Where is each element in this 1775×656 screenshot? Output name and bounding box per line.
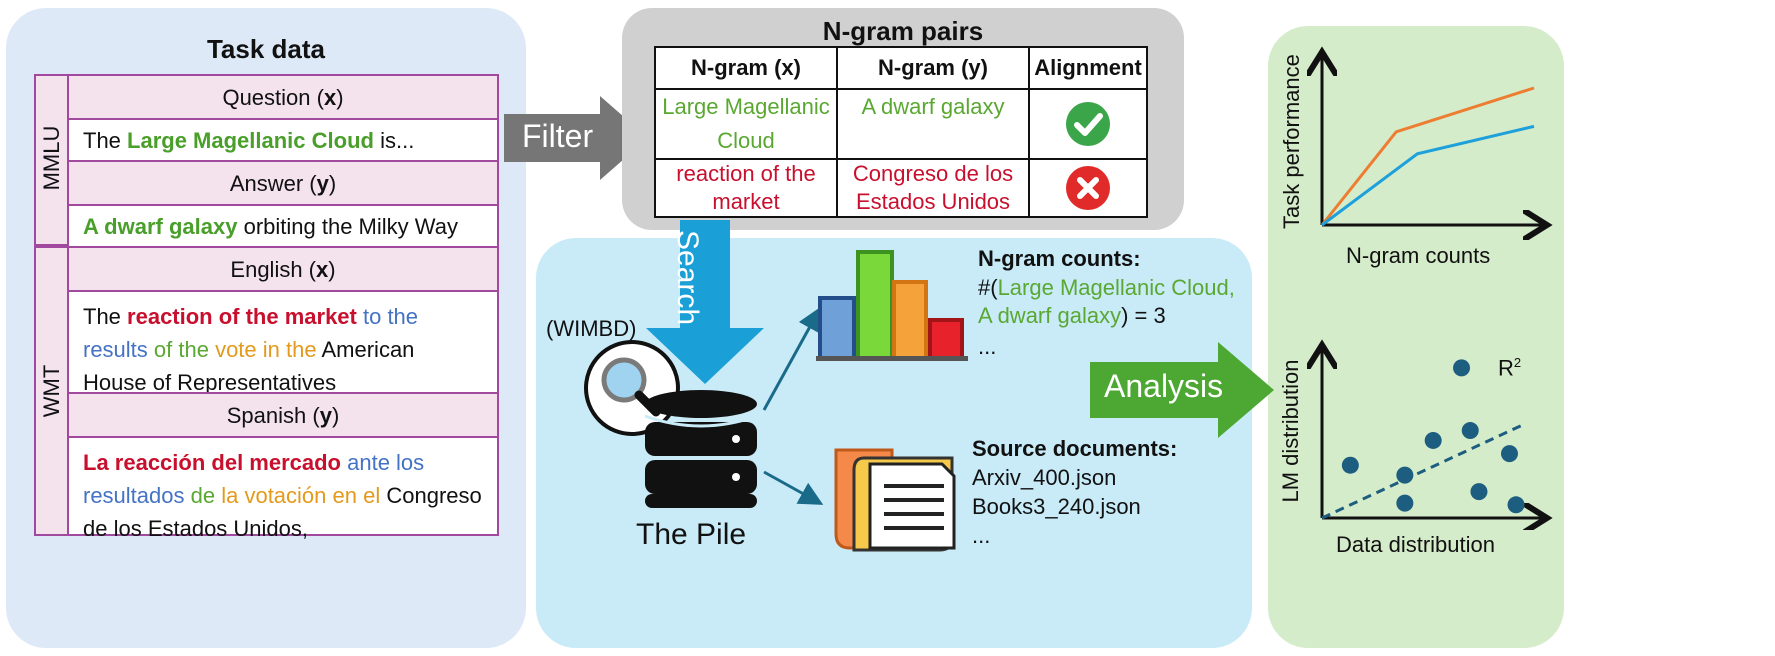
text-segment: to the results bbox=[83, 304, 419, 362]
r-squared-label: R2 bbox=[1498, 355, 1522, 381]
scatter-point bbox=[1500, 445, 1518, 463]
db-arrows bbox=[762, 306, 824, 505]
text-segment: American House of Representatives bbox=[83, 337, 415, 395]
english-text: The reaction of the market to the result… bbox=[67, 290, 499, 395]
trend-line bbox=[1321, 422, 1526, 520]
answer-text: A dwarf galaxy orbiting the Milky Way bbox=[67, 204, 499, 248]
text-segment: Congreso de los Estados Unidos, bbox=[83, 483, 482, 541]
text-segment: The bbox=[83, 304, 128, 329]
scatter-point bbox=[1461, 422, 1479, 440]
row2-alignment bbox=[1028, 158, 1148, 218]
filter-arrow bbox=[504, 96, 648, 180]
source-docs-title: Source documents: bbox=[972, 436, 1178, 461]
row1-ngram-x: Large Magellanic Cloud bbox=[654, 88, 838, 160]
scatter-point bbox=[1507, 496, 1525, 514]
scatter-point bbox=[1424, 431, 1442, 449]
check-icon bbox=[1066, 102, 1110, 146]
question-text: The Large Magellanic Cloud is... bbox=[67, 118, 499, 162]
top-chart-xlabel: N-gram counts bbox=[1346, 243, 1491, 268]
task-data-title: Task data bbox=[206, 34, 325, 64]
analysis-label: Analysis bbox=[1104, 368, 1224, 404]
pile-label: The Pile bbox=[636, 518, 747, 551]
text-segment: en el bbox=[326, 483, 381, 508]
scatter-point bbox=[1396, 466, 1414, 484]
ngram-counts-value: #(Large Magellanic Cloud, A dwarf galaxy… bbox=[978, 275, 1235, 328]
answer-header: Answer (y) bbox=[67, 160, 499, 206]
database-icon bbox=[644, 390, 758, 508]
scatter-point bbox=[1396, 494, 1414, 512]
text-segment: vote bbox=[208, 337, 257, 362]
search-label: Search bbox=[671, 230, 704, 326]
ngram-counts-title: N-gram counts: bbox=[978, 246, 1141, 271]
source-doc-more: ... bbox=[972, 523, 991, 548]
cross-icon bbox=[1066, 166, 1110, 210]
source-doc-1: Arxiv_400.json bbox=[972, 465, 1117, 490]
scatter-point bbox=[1453, 359, 1471, 377]
scatter-point bbox=[1341, 456, 1359, 474]
row2-ngram-y: Congreso de los Estados Unidos bbox=[836, 158, 1030, 218]
text-segment: ante los resultados bbox=[83, 450, 425, 508]
english-header: English (x) bbox=[67, 246, 499, 292]
row1-alignment bbox=[1028, 88, 1148, 160]
ngram-counts-more: ... bbox=[978, 334, 997, 359]
ngram-pairs-title: N-gram pairs bbox=[822, 16, 984, 46]
bottom-chart-ylabel: LM distribution bbox=[1278, 359, 1303, 503]
bar-chart-icon bbox=[816, 250, 968, 361]
bottom-chart bbox=[1272, 330, 1562, 530]
bottom-chart-xlabel: Data distribution bbox=[1336, 532, 1495, 557]
top-chart bbox=[1272, 40, 1562, 280]
text-segment: de bbox=[184, 483, 216, 508]
text-segment: la votación bbox=[215, 483, 327, 508]
col-ngram-y: N-gram (y) bbox=[836, 46, 1030, 90]
filter-label: Filter bbox=[522, 118, 594, 154]
wimbd-label: (WIMBD) bbox=[546, 316, 637, 341]
wmt-label: WMT bbox=[39, 364, 64, 418]
ngram-pairs-table: N-gram (x) N-gram (y) Alignment Large Ma… bbox=[654, 46, 1148, 218]
analysis-arrow bbox=[1090, 342, 1274, 438]
top-chart-ylabel: Task performance bbox=[1279, 54, 1304, 229]
wmt-side-box bbox=[34, 246, 69, 536]
scatter-point bbox=[1470, 483, 1488, 501]
series-line-2 bbox=[1321, 124, 1535, 227]
col-ngram-x: N-gram (x) bbox=[654, 46, 838, 90]
text-segment: La reacción del mercado bbox=[83, 450, 341, 475]
row2-ngram-x: reaction of the market bbox=[654, 158, 838, 218]
spanish-text: La reacción del mercado ante los resulta… bbox=[67, 436, 499, 541]
search-arrow bbox=[646, 220, 764, 384]
text-segment: reaction of the market bbox=[127, 304, 357, 329]
spanish-header: Spanish (y) bbox=[67, 392, 499, 438]
question-header: Question (x) bbox=[67, 74, 499, 120]
text-segment: of the bbox=[147, 337, 209, 362]
series-line-1 bbox=[1320, 86, 1535, 226]
document-icon bbox=[834, 448, 956, 552]
text-segment: in the bbox=[256, 337, 317, 362]
source-doc-2: Books3_240.json bbox=[972, 494, 1141, 519]
row1-ngram-y: A dwarf galaxy bbox=[836, 88, 1030, 160]
mmlu-label: MMLU bbox=[39, 125, 64, 191]
col-alignment: Alignment bbox=[1028, 46, 1148, 90]
